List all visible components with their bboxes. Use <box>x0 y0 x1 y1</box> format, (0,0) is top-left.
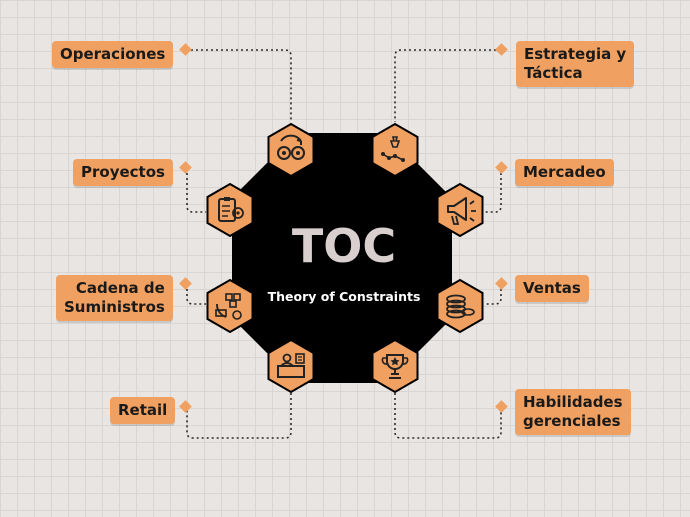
connector-proyectos <box>186 168 206 213</box>
label-habilidades[interactable]: Habilidades gerenciales <box>515 389 631 435</box>
label-proyectos[interactable]: Proyectos <box>73 159 173 186</box>
label-ventas[interactable]: Ventas <box>515 275 589 302</box>
hex-operaciones <box>267 122 315 178</box>
center-title: TOC <box>291 219 397 273</box>
center-octagon <box>232 133 452 383</box>
gears-cycle-icon <box>277 134 305 160</box>
center-subtitle: Theory of Constraints <box>267 289 421 304</box>
label-mercadeo[interactable]: Mercadeo <box>515 159 614 186</box>
connector-retail <box>186 388 292 439</box>
hex-ventas <box>436 278 484 334</box>
chess-strategy-icon <box>381 136 405 162</box>
hex-cadena <box>206 278 254 334</box>
hexagon-layer <box>206 122 484 394</box>
store-counter-icon <box>277 353 305 378</box>
megaphone-icon <box>447 197 476 225</box>
connector-mercadeo <box>484 168 502 213</box>
hex-mercadeo <box>436 182 484 238</box>
hex-estrategia <box>371 122 419 178</box>
hex-shape <box>436 182 484 238</box>
supply-chain-icon <box>215 293 242 320</box>
label-cadena[interactable]: Cadena de Suministros <box>56 275 173 321</box>
connector-estrategia <box>394 49 501 122</box>
connectors <box>186 49 502 439</box>
trophy-icon <box>381 354 409 379</box>
connector-habilidades <box>394 388 502 439</box>
hex-shape <box>371 122 419 178</box>
label-operaciones[interactable]: Operaciones <box>52 41 174 68</box>
clipboard-target-icon <box>218 197 244 222</box>
hex-shape <box>371 338 419 394</box>
connector-operaciones <box>191 49 292 122</box>
hex-proyectos <box>206 182 254 238</box>
label-retail[interactable]: Retail <box>110 397 176 424</box>
coins-icon <box>446 294 475 319</box>
hex-shape <box>267 122 315 178</box>
hex-retail <box>267 338 315 394</box>
hex-habilidades <box>371 338 419 394</box>
connector-cadena <box>186 284 206 305</box>
label-estrategia[interactable]: Estrategia y Táctica <box>516 41 635 87</box>
hex-shape <box>206 182 254 238</box>
